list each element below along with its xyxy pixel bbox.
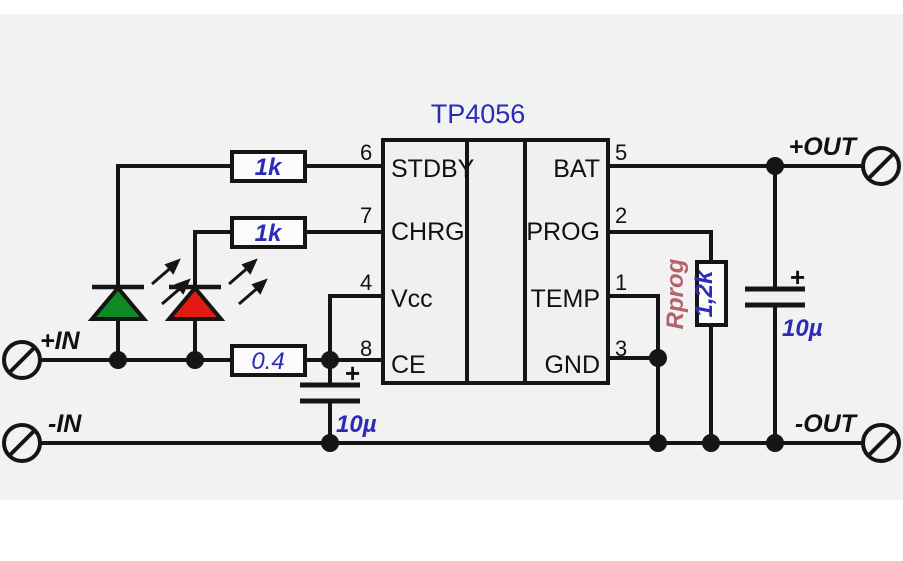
- junction-dot-red-led-anode: [186, 351, 204, 369]
- resistor-body-chrg: [230, 216, 307, 249]
- resistor-value-rprog: 1,2k: [691, 269, 718, 317]
- terminal-minus-out[interactable]: -OUT: [795, 410, 901, 463]
- minus-in-terminal-circle[interactable]: [2, 423, 42, 463]
- resistor-designator-rprog: Rprog: [662, 258, 689, 329]
- ic-pin-label-vcc: Vcc: [391, 285, 433, 313]
- red-led-emission-arrows: [228, 258, 268, 306]
- ic-pin-number-5: 5: [615, 140, 627, 165]
- plus-in-terminal-slash: [8, 346, 36, 374]
- minus-in-label: -IN: [48, 410, 82, 438]
- cin-value: 10µ: [336, 411, 377, 438]
- terminal-plus-in[interactable]: +IN: [2, 327, 81, 380]
- resistor-body-stdby: [230, 150, 307, 183]
- ic-pin-label-stdby: STDBY: [391, 155, 475, 183]
- resistor-value-stdby: 1k: [255, 154, 283, 181]
- plus-out-terminal-circle[interactable]: [861, 146, 901, 186]
- junction-dot-cin-ground: [321, 434, 339, 452]
- ic-pin-number-6: 6: [360, 140, 372, 165]
- wire-temp-to-gnd: [606, 294, 660, 360]
- minus-out-terminal-slash: [867, 429, 895, 457]
- ic-pin-number-8: 8: [360, 336, 372, 361]
- minus-out-label: -OUT: [795, 410, 859, 438]
- wire-chrg-to-red-led: [193, 230, 234, 288]
- terminal-plus-out[interactable]: +OUT: [789, 133, 901, 186]
- junction-dot-cout-ground: [766, 434, 784, 452]
- junction-dot-rprog-ground: [702, 434, 720, 452]
- frame-bottom-band: [0, 500, 903, 561]
- plus-out-terminal-slash: [867, 152, 895, 180]
- minus-out-terminal-circle[interactable]: [861, 423, 901, 463]
- plus-in-label: +IN: [40, 327, 81, 355]
- plus-out-label: +OUT: [789, 133, 859, 161]
- wire-vcc-to-ce-node: [328, 294, 385, 362]
- cout-polarity-plus: +: [790, 262, 805, 292]
- capacitor-input: + 10µ: [300, 358, 377, 438]
- wire-stdby-to-green-led: [116, 164, 234, 288]
- green-led-triangle: [87, 284, 149, 321]
- resistor-body-rprog: [695, 260, 728, 327]
- junction-dot-plus-out: [766, 157, 784, 175]
- resistor-value-series: 0.4: [251, 348, 284, 375]
- ic-body: [381, 138, 610, 385]
- junction-dot-green-led-anode: [109, 351, 127, 369]
- plus-in-terminal-circle[interactable]: [2, 340, 42, 380]
- junction-dot-gnd-ground: [649, 434, 667, 452]
- ic-pin-label-gnd: GND: [544, 351, 600, 379]
- ic-pin-label-chrg: CHRG: [391, 218, 465, 246]
- junction-dot-vcc-ce: [321, 351, 339, 369]
- cin-polarity-plus: +: [345, 358, 360, 388]
- led-charging-red: [164, 258, 268, 321]
- ic-title: TP4056: [431, 99, 526, 129]
- ic-pin-label-prog: PROG: [526, 218, 600, 246]
- ic-pin-number-3: 3: [615, 336, 627, 361]
- ic-pin-number-2: 2: [615, 203, 627, 228]
- junction-dot-temp-gnd: [649, 349, 667, 367]
- ic-pin-number-7: 7: [360, 203, 372, 228]
- ic-pin-number-4: 4: [360, 270, 372, 295]
- resistor-value-chrg: 1k: [255, 220, 283, 247]
- terminal-minus-in[interactable]: -IN: [2, 410, 82, 463]
- red-led-triangle: [164, 284, 226, 321]
- wire-prog-to-rprog: [606, 230, 713, 264]
- ic-pin-label-ce: CE: [391, 351, 426, 379]
- minus-in-terminal-slash: [8, 429, 36, 457]
- capacitor-output: + 10µ: [745, 262, 823, 342]
- led-standby-green: [87, 258, 191, 321]
- ic-pin-number-1: 1: [615, 270, 627, 295]
- cout-value: 10µ: [782, 315, 823, 342]
- green-led-emission-arrows: [151, 258, 191, 306]
- frame-top-band: [0, 0, 903, 14]
- ic-pin-label-temp: TEMP: [531, 285, 600, 313]
- resistor-body-series: [230, 344, 307, 377]
- ic-pin-label-bat: BAT: [553, 155, 600, 183]
